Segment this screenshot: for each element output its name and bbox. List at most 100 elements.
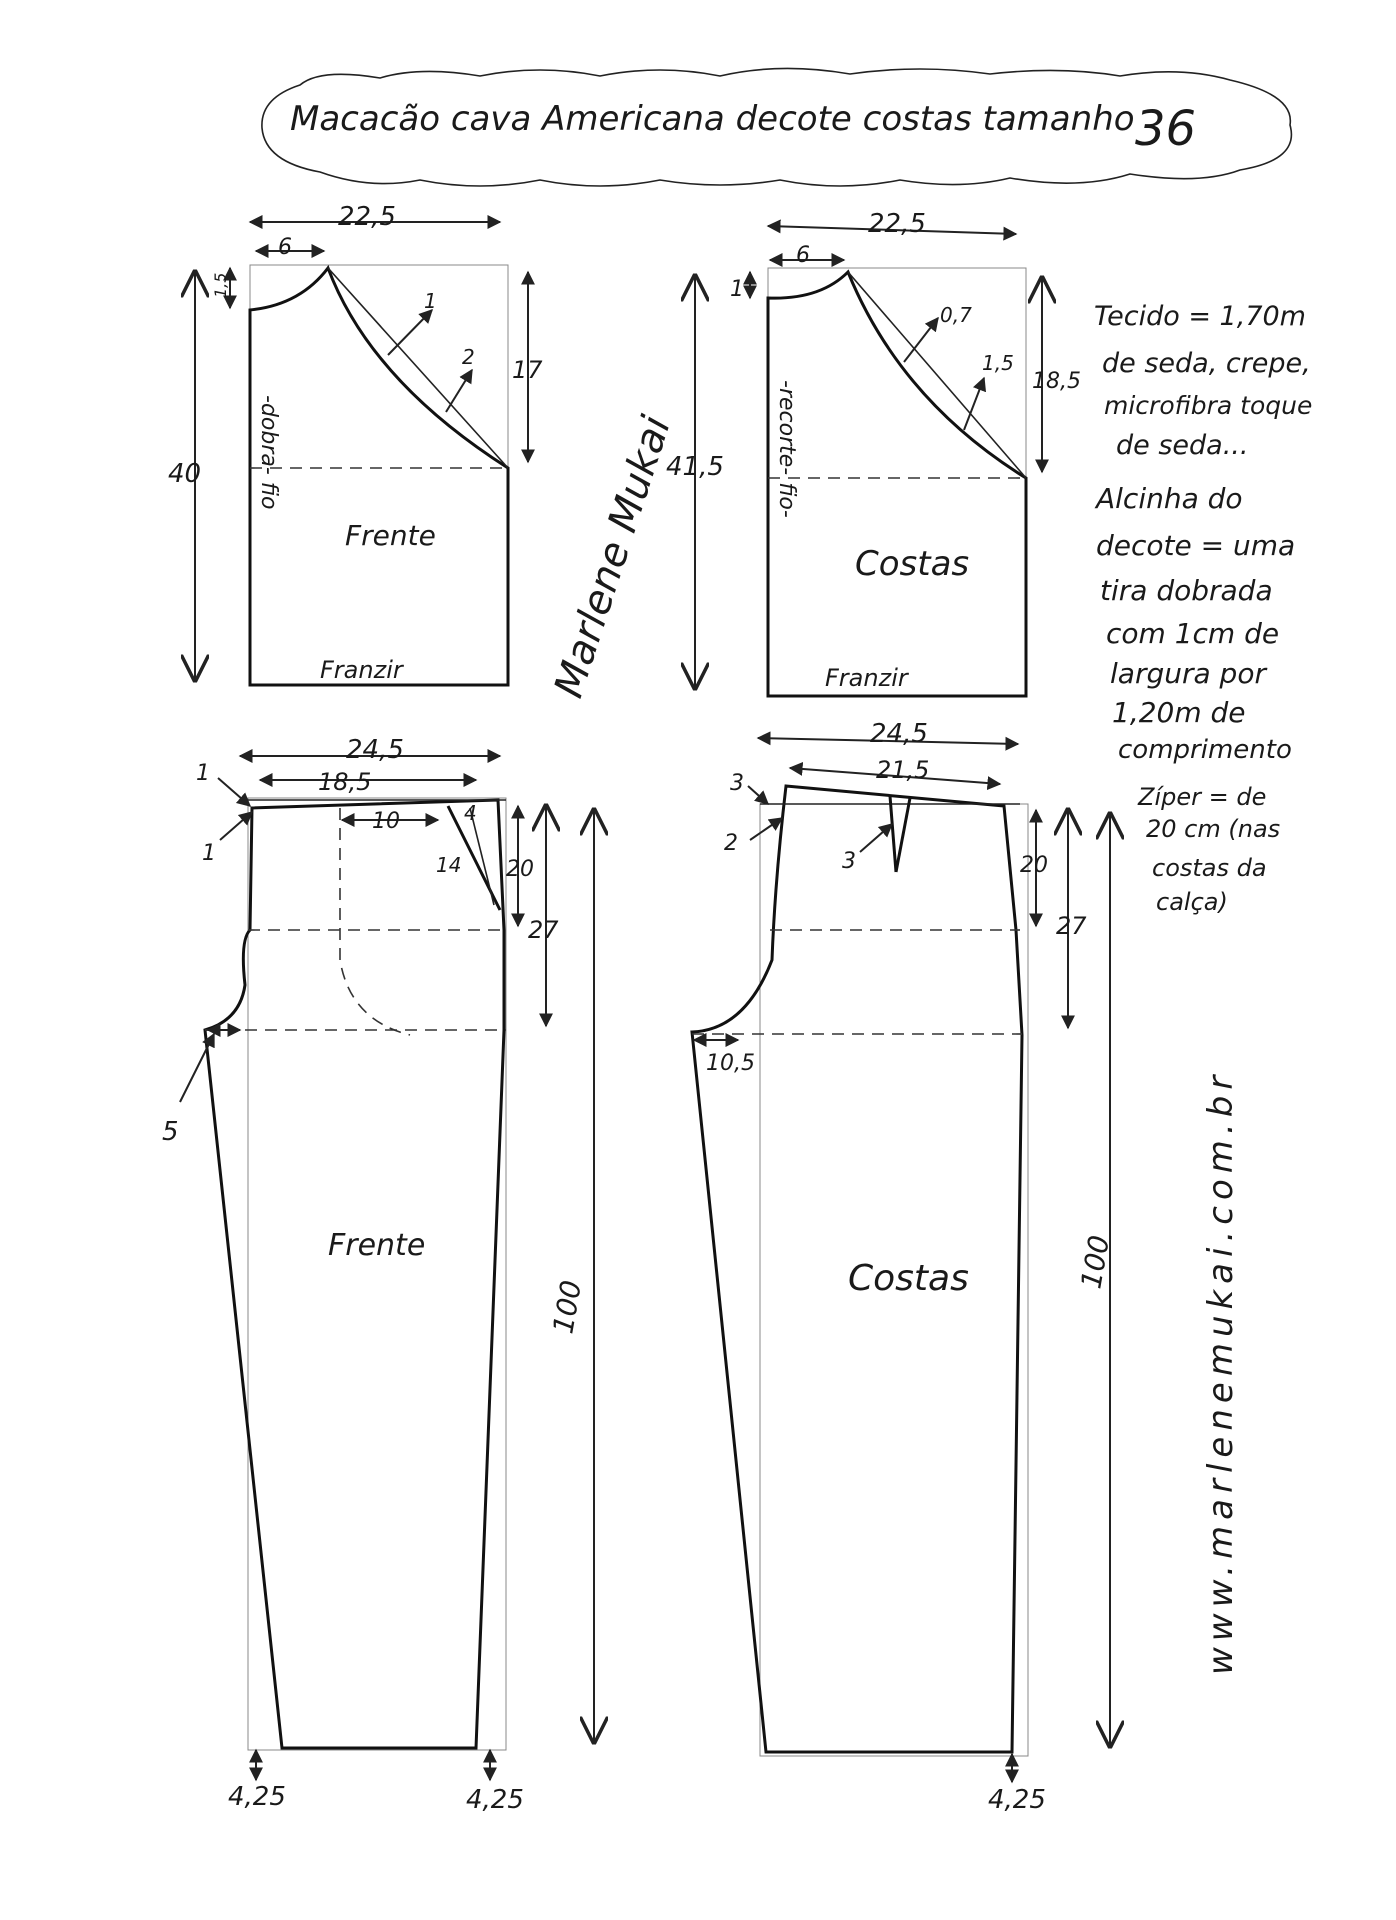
bodice-back-width-label: 22,5	[868, 209, 926, 239]
pants-front-length-label: 100	[546, 1278, 588, 1336]
bodice-front-guide-rect	[249, 264, 509, 686]
bodice-back-offset1-arrow	[903, 316, 939, 363]
pants-front-outline	[203, 798, 506, 1750]
bodice-back-offset1-label: 0,7	[940, 303, 972, 327]
title-cloud-outline	[261, 67, 1293, 187]
pants-front-top-pointer-1	[217, 777, 252, 807]
bodice-front-label: Frente	[345, 519, 436, 552]
pants-back-width-arrow	[756, 731, 1020, 751]
fabric-note-line-3: microfibra toque	[1104, 391, 1312, 420]
bodice-back-guide-rect	[767, 267, 1027, 697]
pants-back-hip-label: 20	[1020, 853, 1048, 878]
pants-front-dart-label: 4	[464, 801, 477, 825]
bodice-back-drop-label: 1	[730, 277, 744, 302]
bodice-back-side-label: -recorte- fio-	[774, 380, 799, 518]
pants-front-top-offset-2: 1	[202, 841, 216, 866]
zipper-note-line-2: 20 cm (nas	[1146, 815, 1280, 843]
pants-front-dart-b	[469, 807, 495, 906]
pants-back-label: Costas	[848, 1258, 969, 1299]
pants-front-label: Frente	[328, 1228, 425, 1263]
bodice-front-drop-label: 1,5	[211, 273, 230, 298]
bodice-front-hem-label: Franzir	[320, 656, 405, 684]
bodice-back-offset2-label: 1,5	[982, 351, 1014, 375]
pants-front-pocket-label: 10	[372, 809, 400, 834]
bodice-back-outline	[766, 269, 1028, 698]
pants-front-guide-rect	[247, 797, 507, 1751]
strap-note-line-7: comprimento	[1118, 735, 1292, 765]
bodice-front-neck-label: 6	[278, 235, 292, 260]
bodice-back-label: Costas	[855, 544, 969, 584]
notes: Tecido = 1,70m de seda, crepe, microfibr…	[1094, 301, 1312, 916]
bodice-front-offset1-arrow	[387, 308, 433, 356]
fabric-note: Tecido = 1,70m de seda, crepe, microfibr…	[1094, 301, 1312, 461]
pants-back-outline	[690, 784, 1024, 1754]
pants-front-top-offset-1: 1	[196, 761, 210, 786]
pants-back-side-pointer	[749, 817, 784, 841]
bodice-back-length-label: 41,5	[666, 452, 724, 482]
pants-back-waist-arrow	[788, 761, 1002, 791]
bodice-front-offset2-label: 2	[462, 345, 475, 369]
pants-back-side-offset-label: 2	[724, 831, 738, 856]
strap-note-line-6: 1,20m de	[1112, 696, 1246, 729]
bodice-back-offset2-arrow	[963, 376, 987, 431]
pants-front-hip-label: 20	[506, 857, 534, 882]
pants-front-pocket-depth-label: 14	[436, 853, 461, 877]
pants-front: 24,5 18,5 10 14 4 1 1 20 27 5 100 Frente…	[162, 735, 594, 1815]
pants-front-waist-label: 18,5	[318, 768, 371, 796]
pants-back-top-pointer	[747, 785, 770, 805]
bodice-front-outline	[248, 264, 510, 687]
pants-front-hem-right-label: 4,25	[466, 1785, 524, 1815]
fabric-note-line-2: de seda, crepe,	[1102, 348, 1311, 379]
pants-back-dart-label: 3	[842, 849, 856, 874]
bodice-back-armhole-guide	[847, 271, 1027, 479]
pants-back-width-label: 24,5	[870, 719, 928, 749]
zipper-note: Zíper = de 20 cm (nas costas da calça)	[1137, 783, 1280, 916]
pants-front-crotch-label: 27	[528, 916, 559, 944]
title-size: 36	[1135, 101, 1196, 157]
pants-back-waist-label: 21,5	[876, 756, 929, 784]
title-cloud: Macacão cava Americana decote costas tam…	[261, 67, 1293, 187]
pants-back-dart-b	[894, 797, 912, 873]
bodice-front-armhole-guide	[327, 267, 509, 469]
pants-front-hem-left-label: 4,25	[228, 1782, 286, 1812]
signature: Marlene Mukai	[546, 411, 680, 703]
pants-back-dart-a	[888, 795, 898, 873]
fabric-note-line-4: de seda...	[1116, 430, 1248, 461]
strap-note: Alcinha do decote = uma tira dobrada com…	[1094, 482, 1295, 765]
zipper-note-line-3: costas da	[1152, 854, 1267, 882]
bodice-front: 22,5 6 1,5 17 40 1 2 -dobra- fio Frente …	[168, 202, 543, 687]
bodice-front-offset2-arrow	[445, 368, 473, 413]
bodice-back-width-arrow	[766, 219, 1018, 241]
website-url: www.marlenemukai.com.br	[1201, 1070, 1241, 1675]
strap-note-line-1: Alcinha do	[1094, 482, 1243, 515]
pants-front-crotch-ext-pointer	[179, 1032, 215, 1103]
strap-note-line-3: tira dobrada	[1100, 574, 1273, 607]
bodice-front-side-label: -dobra- fio	[256, 395, 281, 509]
bodice-back-hem-label: Franzir	[825, 664, 910, 692]
strap-note-line-5: largura por	[1110, 657, 1267, 690]
pants-front-top-pointer-2	[219, 811, 254, 841]
strap-note-line-2: decote = uma	[1096, 529, 1295, 562]
pants-back-dart-pointer	[859, 823, 894, 853]
pants-back-crotch-label: 27	[1056, 912, 1087, 940]
pants-back-top-offset-label: 3	[730, 771, 744, 796]
pants-back-hem-label: 4,25	[988, 1785, 1046, 1815]
bodice-back-neck-label: 6	[796, 243, 810, 268]
fabric-note-line-1: Tecido = 1,70m	[1094, 301, 1306, 332]
bodice-front-offset1-label: 1	[424, 289, 437, 313]
pants-front-width-label: 24,5	[346, 735, 404, 765]
zipper-note-line-4: calça)	[1156, 888, 1228, 916]
pants-back: 24,5 21,5 3 2 3 20 27 10,5 100 Costas 4,…	[690, 719, 1116, 1815]
pants-front-crotch-ext-label: 5	[162, 1117, 179, 1147]
bodice-front-depth-label: 17	[512, 356, 543, 384]
zipper-note-line-1: Zíper = de	[1137, 783, 1266, 811]
pants-front-pocket-curve	[339, 808, 411, 1036]
pants-back-crotch-ext-label: 10,5	[706, 1051, 755, 1076]
strap-note-line-4: com 1cm de	[1106, 617, 1279, 650]
bodice-back-depth-label: 18,5	[1032, 369, 1081, 394]
bodice-front-length-label: 40	[168, 459, 201, 489]
title-text: Macacão cava Americana decote costas tam…	[290, 99, 1135, 139]
bodice-back: 22,5 6 1 18,5 41,5 0,7 1,5 -recorte- fio…	[666, 209, 1081, 698]
bodice-front-width-label: 22,5	[338, 202, 396, 232]
